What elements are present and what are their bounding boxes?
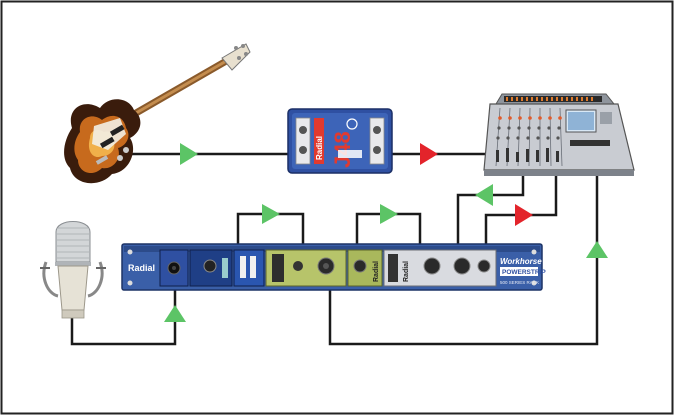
arrow-green-loop-2	[380, 204, 398, 224]
di-model-label: J48	[330, 131, 355, 168]
arrow-red-di	[420, 143, 438, 165]
module-left-brand: Radial	[403, 261, 410, 282]
condenser-microphone-icon	[40, 221, 106, 319]
mixing-console-icon	[483, 93, 635, 176]
arrow-green-return-up	[586, 241, 608, 258]
di-brand-label: Radial	[315, 136, 324, 160]
arrow-green-console-return	[475, 184, 493, 206]
rack-brand-label: Radial	[128, 263, 155, 273]
signal-arrows	[164, 143, 608, 322]
arrow-green-loop-1	[262, 204, 280, 224]
rack-model-badge: POWERSTRIP	[502, 269, 546, 276]
arrow-green-mic	[164, 305, 186, 322]
rack-unit: Radial Radial Radial Workhorse P	[121, 243, 546, 291]
rack-tagline: 500 SERIES RACK	[500, 280, 539, 285]
module-3	[233, 249, 265, 287]
rack-product-line: Workhorse	[500, 257, 542, 266]
module-right-brand: Radial	[373, 261, 380, 282]
arrow-red-module-b	[515, 204, 533, 226]
arrow-green-bass	[180, 143, 198, 165]
di-box: Radial J48	[287, 108, 393, 174]
bass-guitar-icon	[64, 43, 251, 184]
